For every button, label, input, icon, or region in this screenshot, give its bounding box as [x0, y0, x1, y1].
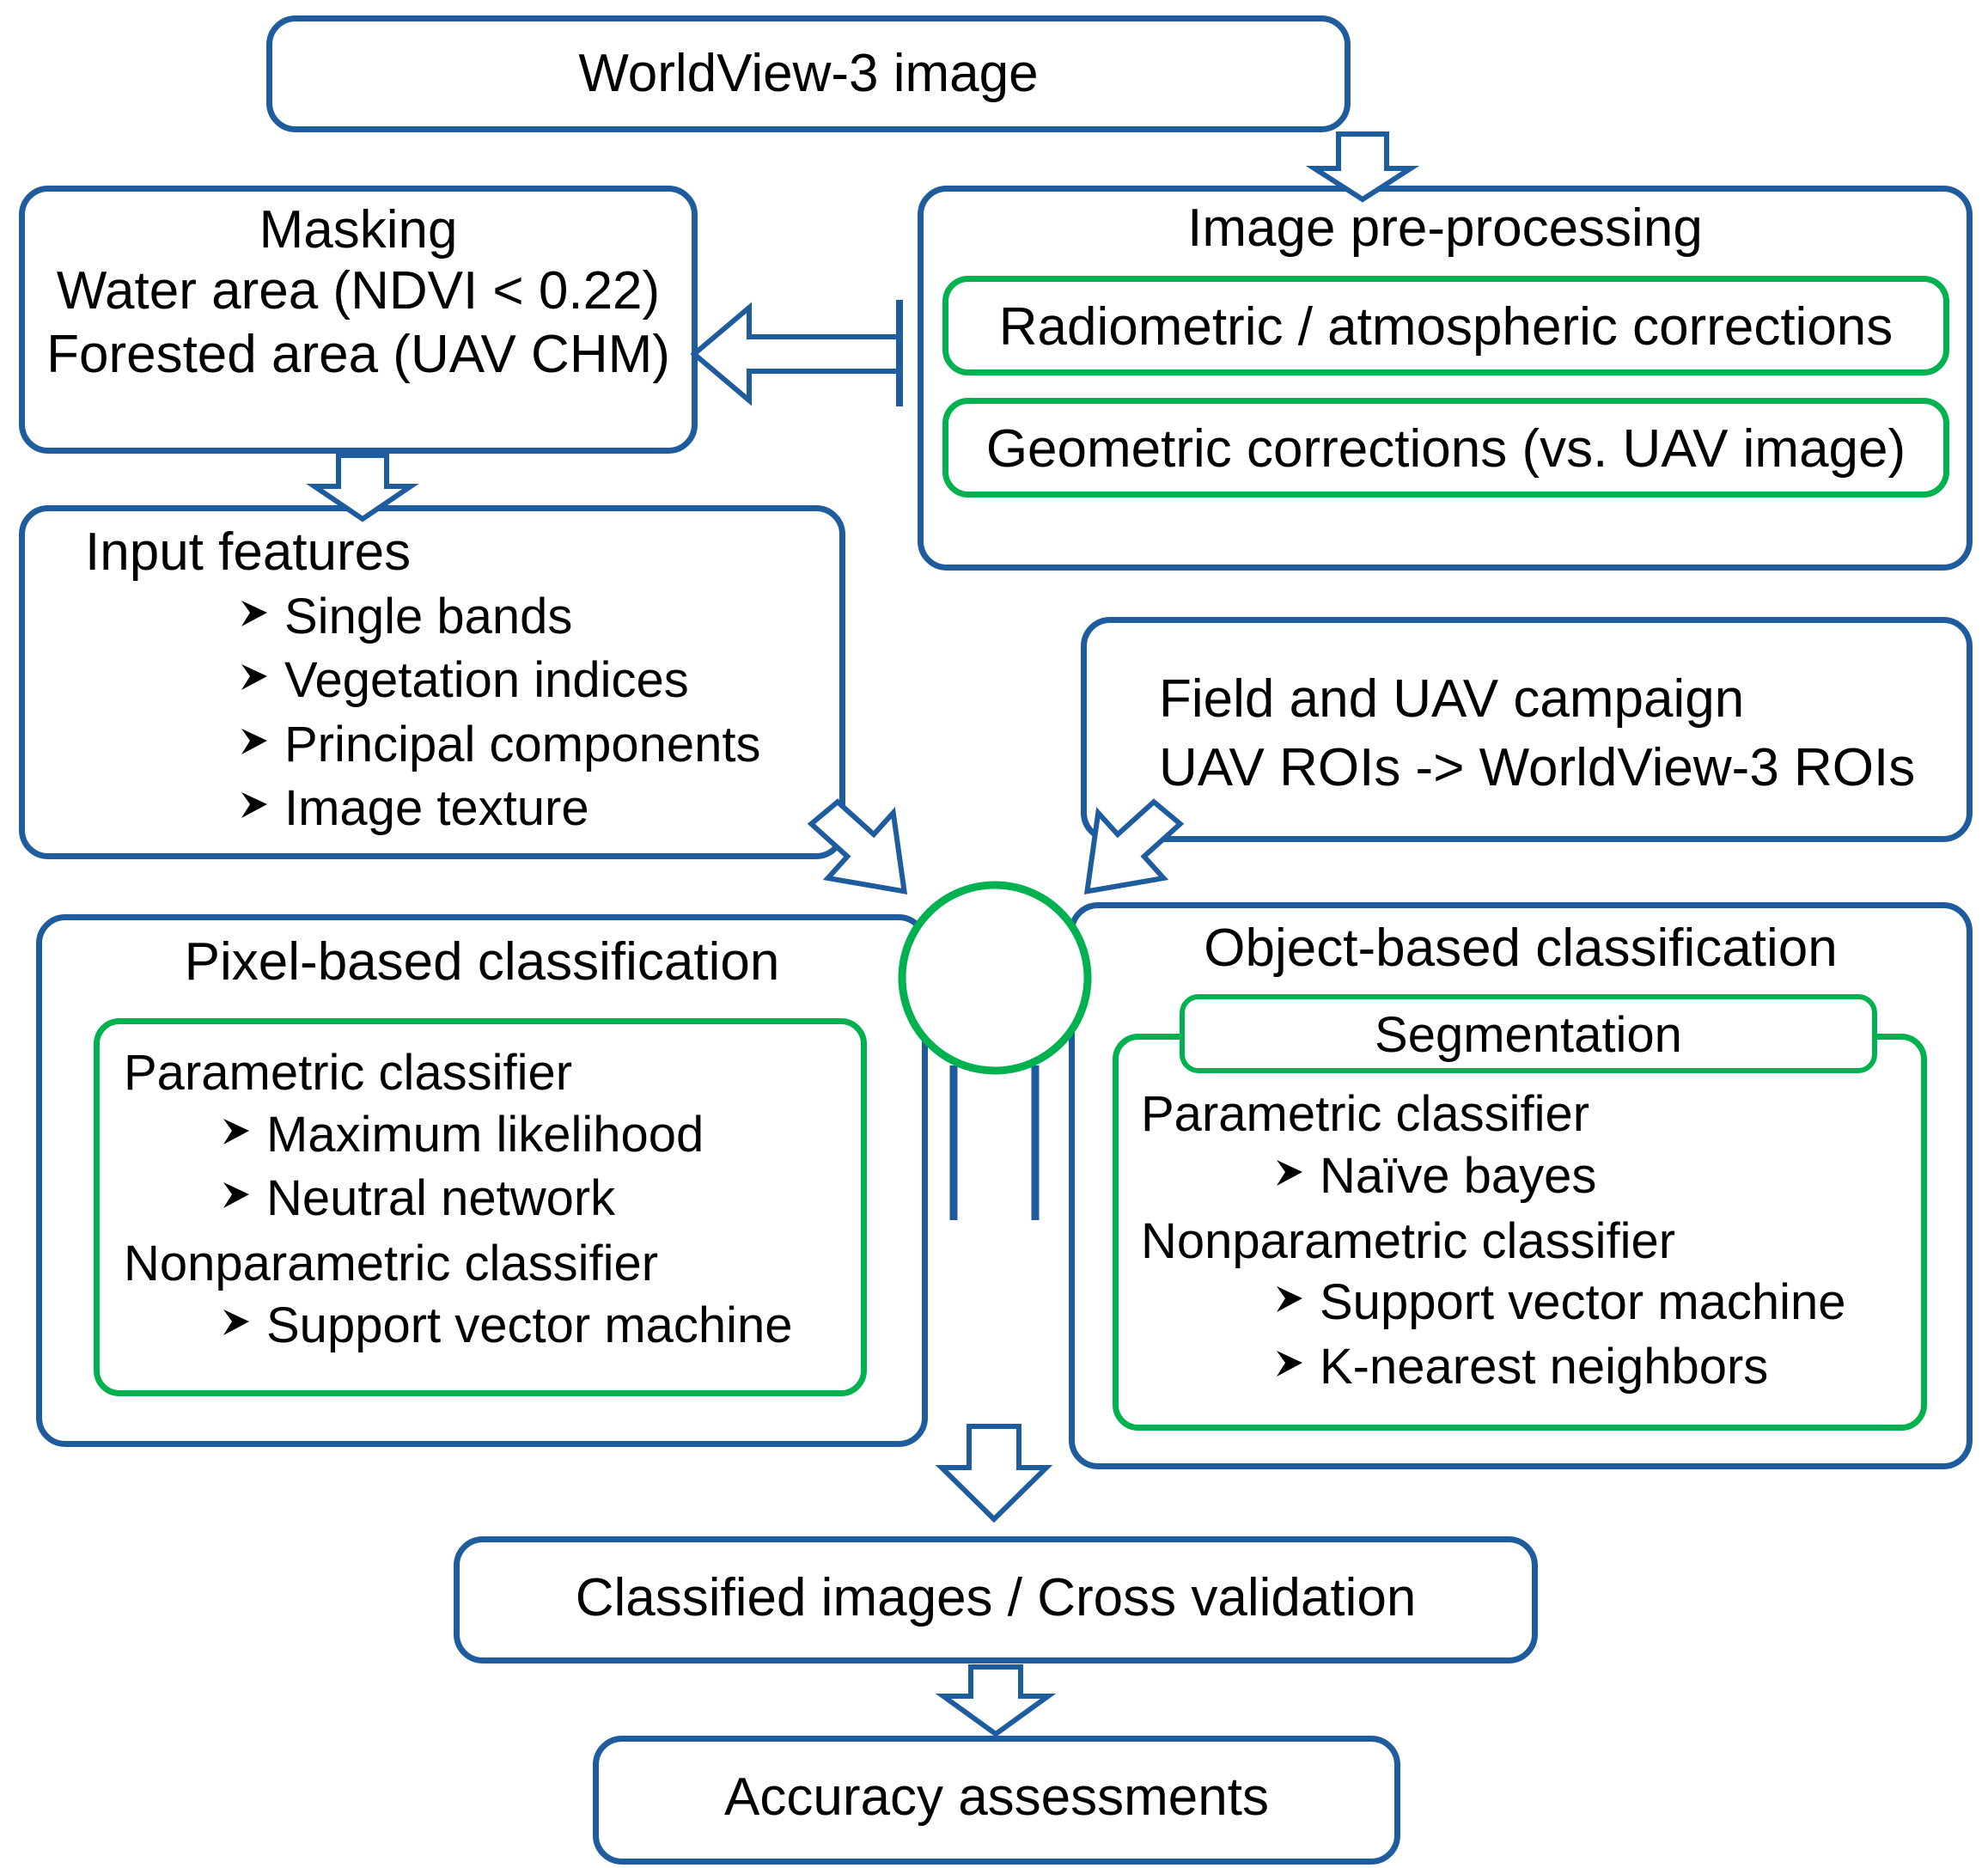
node-object-based-classification-title: Object-based classification: [1204, 919, 1838, 978]
arrowhead-bullet-icon: [1273, 1145, 1320, 1187]
pixel-parametric-heading: Parametric classifier: [124, 1045, 573, 1101]
object-nonparametric-list: Support vector machine K-nearest neighbo…: [1273, 1271, 1921, 1398]
node-accuracy-assessments-label: Accuracy assessments: [724, 1767, 1269, 1827]
input-features-list: Single bands Vegetation indices Principa…: [238, 585, 839, 840]
list-item: K-nearest neighbors: [1273, 1335, 1921, 1399]
list-item: Image texture: [238, 777, 839, 840]
node-geometric-corrections[interactable]: Geometric corrections (vs. UAV image): [942, 398, 1949, 498]
node-input-features-title: Input features: [85, 522, 412, 582]
arrowhead-bullet-icon: [220, 1103, 266, 1146]
node-pixel-based-classification[interactable]: Pixel-based classification Parametric cl…: [36, 914, 928, 1447]
node-field-uav-campaign[interactable]: Field and UAV campaign UAV ROIs -> World…: [1081, 617, 1973, 842]
node-masking-line-2: Forested area (UAV CHM): [46, 324, 670, 384]
list-item-label: Support vector machine: [1320, 1274, 1846, 1331]
node-field-uav-campaign-line-2: UAV ROIs -> WorldView-3 ROIs: [1159, 738, 1916, 798]
arrowhead-bullet-icon: [1273, 1335, 1320, 1378]
node-classified-images-label: Classified images / Cross validation: [575, 1568, 1417, 1627]
node-input-features[interactable]: Input features Single bands Vegetation i…: [19, 505, 845, 859]
arrowhead-bullet-icon: [238, 585, 284, 628]
arrowhead-bullet-icon: [238, 713, 284, 756]
node-radiometric-corrections-label: Radiometric / atmospheric corrections: [998, 297, 1893, 357]
object-parametric-heading: Parametric classifier: [1141, 1086, 1590, 1142]
list-item-label: Principal components: [284, 716, 761, 772]
list-item-label: Single bands: [284, 589, 573, 645]
node-worldview3-image-label: WorldView-3 image: [578, 44, 1039, 103]
merge-junction-icon: [898, 881, 1092, 1075]
list-item-label: K-nearest neighbors: [1320, 1338, 1769, 1395]
list-item: Maximum likelihood: [220, 1103, 861, 1167]
list-item: Neutral network: [220, 1167, 861, 1230]
list-item-label: Support vector machine: [266, 1297, 793, 1353]
block-arrow-down-icon: [935, 1424, 1053, 1523]
list-item-label: Image texture: [284, 779, 589, 836]
list-item: Principal components: [238, 713, 839, 777]
list-item: Naïve bayes: [1273, 1145, 1921, 1208]
list-item: Support vector machine: [1273, 1271, 1921, 1334]
list-item: Vegetation indices: [238, 649, 839, 712]
preprocessing-left-edge-stub: [896, 300, 903, 406]
pixel-parametric-list: Maximum likelihood Neutral network: [220, 1103, 861, 1230]
node-object-classifiers[interactable]: Parametric classifier Naïve bayes Nonpar…: [1113, 1034, 1927, 1431]
list-item-label: Neutral network: [266, 1169, 616, 1226]
node-pixel-classifiers[interactable]: Parametric classifier Maximum likelihood…: [94, 1018, 867, 1396]
pixel-nonparametric-heading: Nonparametric classifier: [124, 1236, 659, 1292]
block-arrow-down-icon: [935, 1664, 1057, 1737]
arrowhead-bullet-icon: [238, 777, 284, 820]
node-classified-images[interactable]: Classified images / Cross validation: [454, 1536, 1538, 1663]
node-radiometric-corrections[interactable]: Radiometric / atmospheric corrections: [942, 276, 1949, 375]
node-geometric-corrections-label: Geometric corrections (vs. UAV image): [985, 419, 1906, 479]
node-image-preprocessing[interactable]: Image pre-processing Radiometric / atmos…: [918, 186, 1973, 571]
pixel-nonparametric-list: Support vector machine: [220, 1294, 861, 1358]
arrowhead-bullet-icon: [220, 1294, 266, 1337]
node-accuracy-assessments[interactable]: Accuracy assessments: [593, 1736, 1400, 1865]
node-pixel-based-classification-title: Pixel-based classification: [184, 932, 780, 992]
list-item: Single bands: [238, 585, 839, 649]
arrowhead-bullet-icon: [1273, 1271, 1320, 1314]
list-item: Support vector machine: [220, 1294, 861, 1358]
node-masking-title: Masking: [259, 200, 458, 259]
node-worldview3-image[interactable]: WorldView-3 image: [266, 15, 1351, 132]
list-item-label: Vegetation indices: [284, 652, 689, 709]
list-item-label: Maximum likelihood: [266, 1106, 704, 1163]
node-masking-line-1: Water area (NDVI < 0.22): [56, 261, 661, 321]
node-segmentation[interactable]: Segmentation: [1180, 994, 1877, 1073]
list-item-label: Naïve bayes: [1320, 1147, 1597, 1204]
object-parametric-list: Naïve bayes: [1273, 1145, 1921, 1208]
node-image-preprocessing-title: Image pre-processing: [1187, 198, 1703, 258]
node-field-uav-campaign-line-1: Field and UAV campaign: [1159, 669, 1745, 729]
node-masking[interactable]: Masking Water area (NDVI < 0.22) Foreste…: [19, 186, 698, 454]
block-arrow-left-icon: [690, 302, 903, 406]
arrowhead-bullet-icon: [220, 1167, 266, 1210]
node-object-based-classification[interactable]: Object-based classification Parametric c…: [1069, 902, 1973, 1469]
node-segmentation-label: Segmentation: [1375, 1007, 1682, 1063]
object-nonparametric-heading: Nonparametric classifier: [1141, 1212, 1676, 1269]
arrowhead-bullet-icon: [238, 649, 284, 692]
